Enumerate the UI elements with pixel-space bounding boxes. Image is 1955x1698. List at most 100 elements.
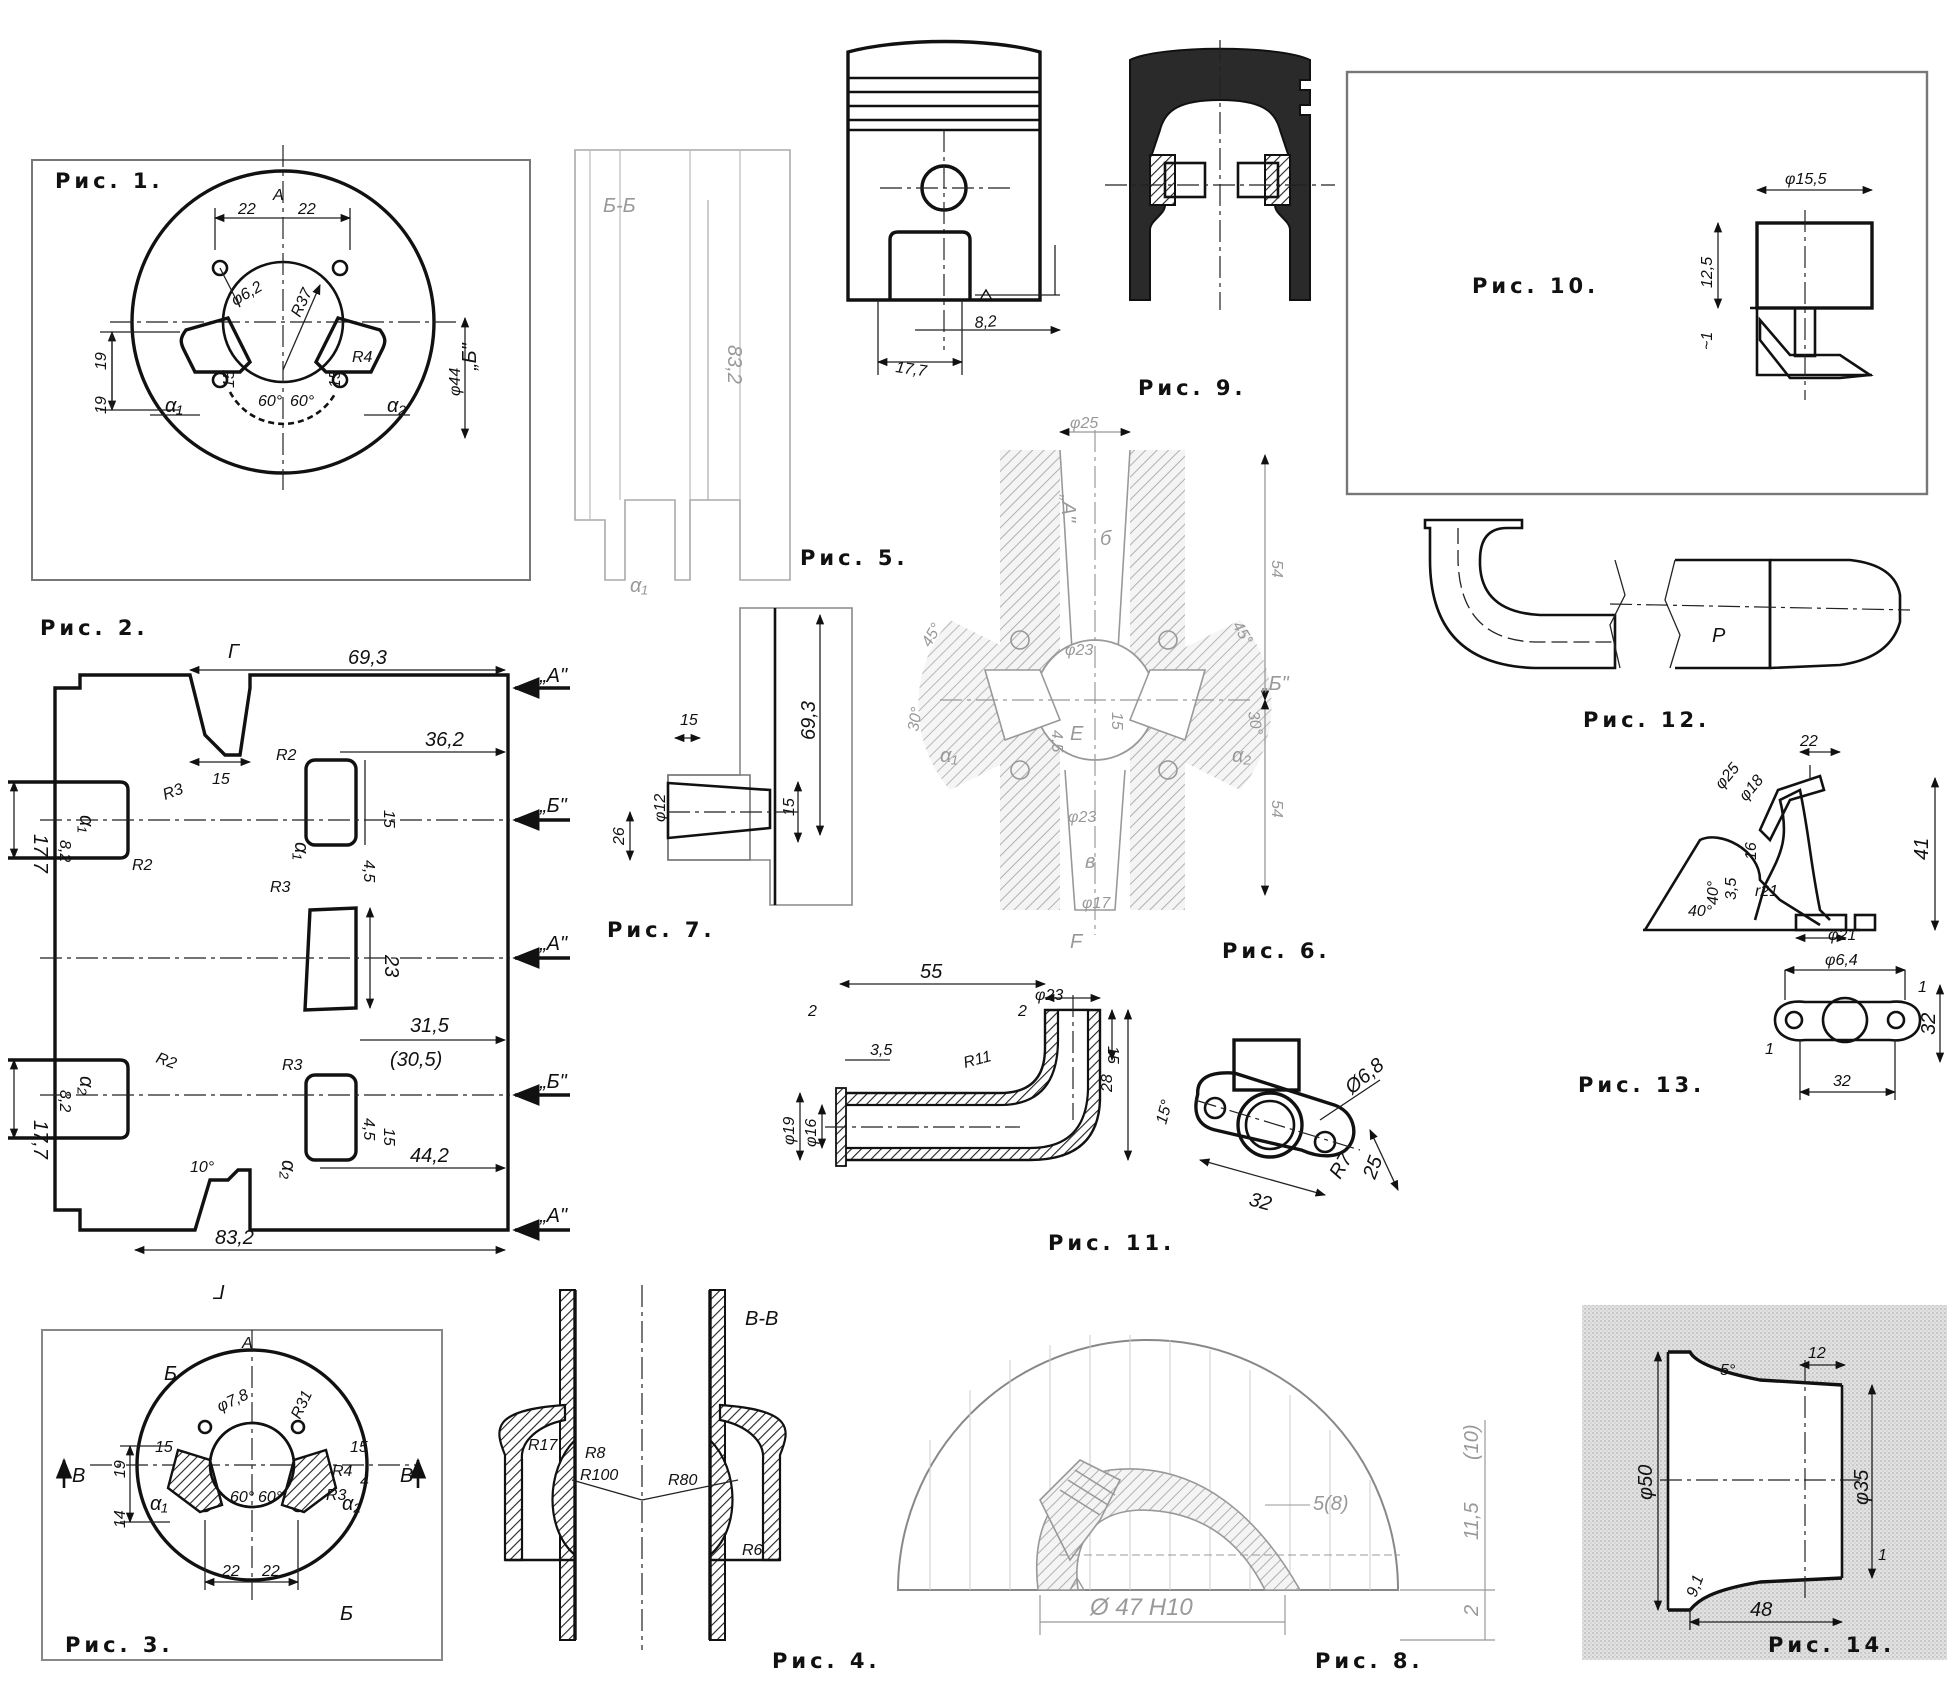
- fig13-dim-1b: 1: [1918, 979, 1927, 996]
- fig12-caption: Рис. 12.: [1583, 708, 1710, 732]
- fig1-label-b: „Б": [459, 342, 481, 371]
- fig14-dim-48: 48: [1750, 1599, 1772, 1621]
- fig3-dim-4: 4: [360, 1473, 369, 1490]
- fig11-dim-d23: φ23: [1035, 987, 1063, 1004]
- fig6-dim-45: 4,5: [1048, 730, 1065, 752]
- fig1-dim-19a: 19: [93, 352, 110, 370]
- fig3-dim-15a: 15: [155, 1439, 173, 1456]
- fig2-arrow-a2: „А": [539, 933, 568, 955]
- fig11-angle-15: 15°: [1153, 1098, 1176, 1126]
- fig4-dim-r100: R100: [580, 1467, 618, 1484]
- fig8-dim-2: 2: [1461, 1605, 1483, 1617]
- fig6-dim-d23-bottom: φ23: [1068, 809, 1096, 826]
- fig2-caption: Рис. 2.: [40, 616, 148, 640]
- fig3-dim-14: 14: [112, 1510, 129, 1528]
- fig1-angle-60b: 60°: [290, 393, 315, 410]
- fig13-dim-22: 22: [1799, 733, 1818, 750]
- fig3-dim-d78: φ7,8: [215, 1386, 252, 1415]
- fig9-dim-177: 17,7: [894, 359, 928, 380]
- fig13-dim-d64: φ6,4: [1825, 952, 1858, 969]
- fig1-dim-r4: R4: [352, 349, 373, 366]
- fig7-dim-15b: 15: [781, 798, 798, 816]
- fig11-dim-d19: φ19: [781, 1117, 798, 1145]
- fig7-dim-693: 69,3: [798, 701, 820, 740]
- fig6-dim-54b: 54: [1268, 800, 1285, 818]
- fig13-dim-32b: 32: [1918, 1013, 1940, 1035]
- fig6-label-b2: в: [1085, 851, 1095, 873]
- fig3-cut-b-bottom: Б: [340, 1603, 353, 1625]
- fig2-alpha1: α₁: [75, 815, 97, 833]
- fig8-dim-10: (10): [1461, 1424, 1483, 1460]
- fig3-alpha2: α₂: [342, 1493, 361, 1515]
- fig4-dim-r8: R8: [585, 1445, 606, 1462]
- fig10-dim-d155: φ15,5: [1785, 171, 1827, 188]
- fig14-dim-r: 9,1: [1684, 1573, 1708, 1600]
- fig2-cut-top: Г: [228, 641, 241, 663]
- fig8-caption: Рис. 8.: [1315, 1649, 1423, 1673]
- fig6-caption: Рис. 6.: [1222, 939, 1330, 963]
- fig11-dim-d16: φ16: [803, 1119, 820, 1147]
- fig6-label-a: „А": [1057, 494, 1079, 523]
- fig13-caption: Рис. 13.: [1578, 1073, 1705, 1097]
- fig11-caption: Рис. 11.: [1048, 1231, 1175, 1255]
- fig6-angle-30a: 30°: [905, 705, 926, 732]
- fig3-angle-60b: 60°: [258, 1489, 283, 1506]
- fig6-dim-54a: 54: [1268, 560, 1285, 578]
- fig2-alpha1b: α₁: [290, 842, 312, 860]
- fig14-dim-d35: φ35: [1851, 1469, 1873, 1505]
- fig4-dim-r80: R80: [668, 1472, 697, 1489]
- fig3-cut-b-top: Б: [164, 1363, 177, 1385]
- fig10-caption: Рис. 10.: [1472, 274, 1599, 298]
- fig14-angle-5: 5°: [1720, 1362, 1736, 1379]
- fig3-axis-a: А: [241, 1335, 253, 1352]
- fig1-caption: Рис. 1.: [55, 169, 163, 193]
- fig2-dim-177a: 17,7: [29, 834, 51, 874]
- fig2-dim-693: 69,3: [348, 647, 387, 669]
- fig3-dim-r31: R31: [288, 1388, 316, 1422]
- fig7-caption: Рис. 7.: [607, 918, 715, 942]
- figure-14: 12 5° φ50 φ35 1 9,1 48 Рис. 14.: [1582, 1305, 1947, 1660]
- fig4-dim-r17: R17: [528, 1437, 558, 1454]
- fig11-dim-28: 28: [1099, 1074, 1116, 1093]
- fig2-arrow-b2: „Б": [539, 1071, 568, 1093]
- fig3-dim-22a: 22: [221, 1563, 240, 1580]
- fig3-cut-v-left: В: [72, 1465, 85, 1487]
- fig6-label-b-right: „Б": [1261, 673, 1290, 695]
- fig2-dim-45b: 4,5: [360, 1118, 377, 1140]
- fig3-dim-22b: 22: [261, 1563, 280, 1580]
- fig2-dim-15b: 15: [380, 1128, 397, 1146]
- fig3-caption: Рис. 3.: [65, 1633, 173, 1657]
- fig2-dim-832: 83,2: [215, 1227, 254, 1249]
- fig10-dim-125: 12,5: [1699, 257, 1716, 288]
- fig5-dim-832: 83,2: [723, 345, 745, 384]
- fig6-dim-d17: φ17: [1082, 895, 1111, 912]
- fig7-dim-d12: φ12: [652, 794, 669, 822]
- fig3-dim-19: 19: [112, 1460, 129, 1478]
- fig8-dim-d47: Ø 47 H10: [1089, 1594, 1193, 1621]
- fig2-dim-45a: 4,5: [360, 860, 377, 882]
- figure-12: Р Рис. 12.: [1423, 518, 1911, 732]
- fig6-label-f: F: [1070, 931, 1084, 953]
- fig1-alpha1: α₁: [165, 395, 183, 417]
- fig1-angle-60a: 60°: [258, 393, 283, 410]
- fig1-dim-d62: φ6,2: [229, 278, 266, 309]
- figure-2: Рис. 2. 69,3 Г „А" „Б" „А" „Б" „А" 36,2 …: [8, 616, 570, 1302]
- fig2-dim-315: 31,5: [410, 1015, 450, 1037]
- fig2-dim-362: 36,2: [425, 729, 464, 751]
- fig2-angle-10: 10°: [190, 1159, 215, 1176]
- figure-10: Рис. 10. φ15,5 12,5 ~1: [1345, 70, 1929, 496]
- fig14-dim-d50: φ50: [1635, 1465, 1657, 1500]
- figure-1: Рис. 1. 22 22 А φ6,2 R37 R4 19 19 φ44 „Б…: [31, 145, 531, 581]
- fig3-alpha1: α₁: [150, 1493, 168, 1515]
- fig1-axis-a: А: [272, 187, 284, 204]
- figure-6: φ25 „А" б φ23 54 54 45° 45° 30° 30° „Б" …: [905, 415, 1330, 963]
- fig1-dim-15a: 15: [221, 370, 238, 388]
- fig2-dim-305: (30,5): [390, 1049, 442, 1071]
- fig11-dim-r11: R11: [962, 1048, 994, 1072]
- fig3-angle-60a: 60°: [230, 1489, 255, 1506]
- fig7-dim-15: 15: [680, 712, 698, 729]
- fig13-angle-40b: 40°: [1705, 880, 1722, 905]
- fig13-angle-40a: 40°: [1688, 903, 1713, 920]
